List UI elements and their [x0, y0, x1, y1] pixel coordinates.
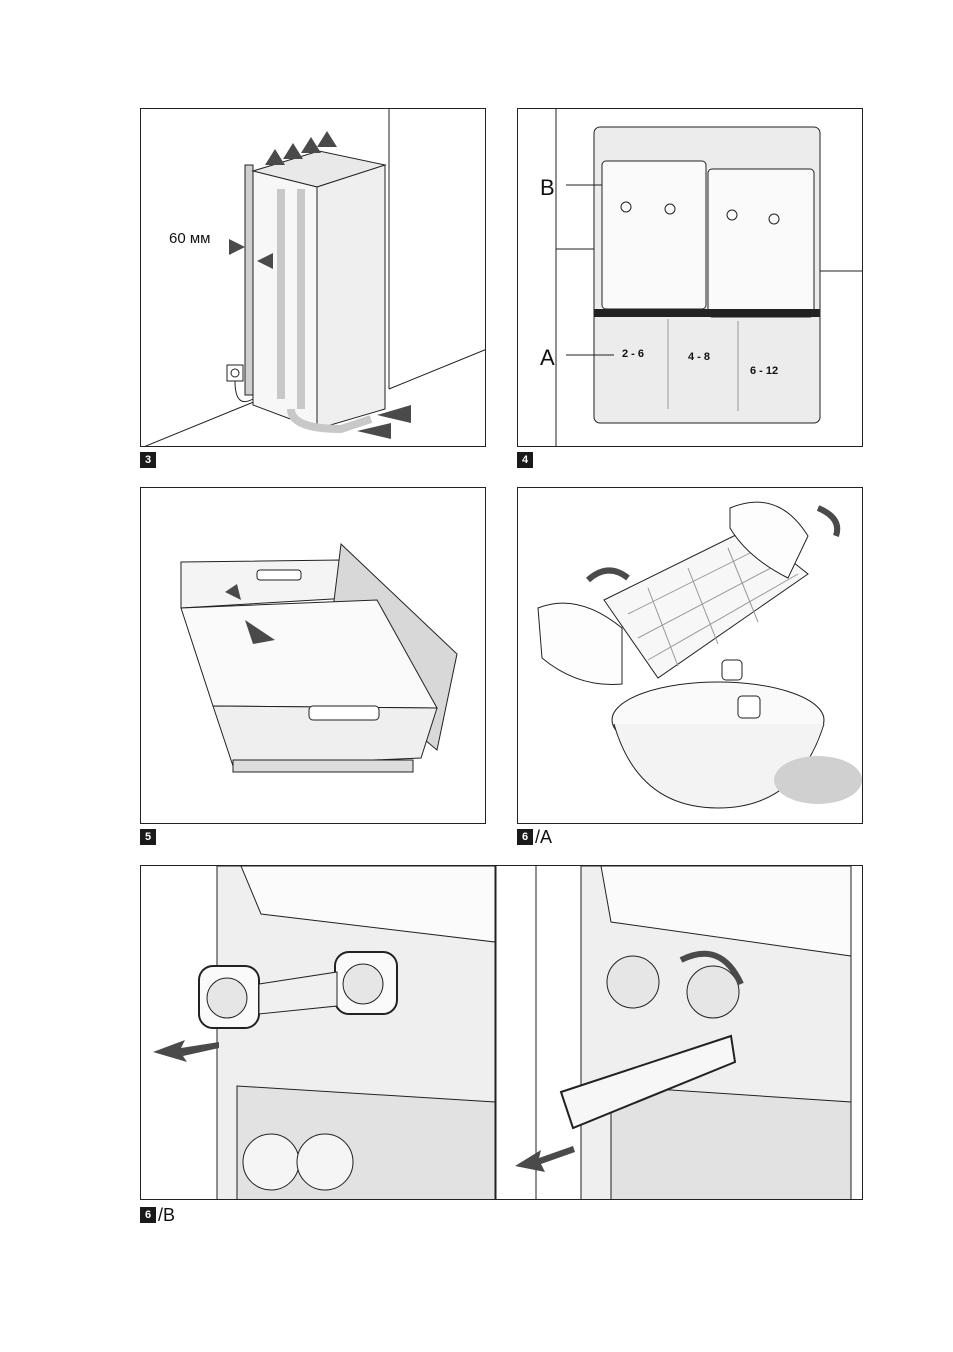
right-arrow-icon [229, 239, 245, 255]
fridge-ventilation-illustration [141, 109, 486, 447]
figure-number-badge: 6 [517, 829, 533, 845]
ice-maker-illustration [141, 866, 863, 1200]
figure-6b-panel [140, 865, 863, 1200]
temperature-zone-label: 4 - 8 [688, 351, 710, 363]
up-arrow-icon [301, 137, 321, 153]
left-arrow-icon [515, 1146, 575, 1172]
figure-suffix: /A [535, 829, 552, 845]
figure-number-badge: 4 [517, 452, 533, 468]
left-arrow-icon [153, 1040, 219, 1062]
figure-number-badge: 3 [140, 452, 156, 468]
temperature-zone-label: 6 - 12 [750, 365, 778, 377]
figure-suffix: /B [158, 1207, 175, 1223]
power-socket-icon [227, 365, 243, 381]
figure-6b-label: 6 /B [140, 1207, 175, 1223]
figure-6a-panel [517, 487, 863, 824]
rotate-arrow-icon [588, 570, 628, 580]
temperature-zone-label: 2 - 6 [622, 348, 644, 360]
drawer-labels-illustration [518, 109, 863, 447]
figure-3-panel: 60 мм [140, 108, 486, 447]
rotate-arrow-icon [818, 508, 837, 536]
up-arrow-icon [265, 149, 285, 165]
figure-5-panel [140, 487, 486, 824]
figure-5-label: 5 [140, 829, 158, 845]
callout-b: B [540, 175, 555, 201]
clearance-callout: 60 мм [169, 230, 210, 247]
figure-6a-label: 6 /A [517, 829, 552, 845]
callout-a: A [540, 345, 555, 371]
up-arrow-icon [317, 131, 337, 147]
figure-3-label: 3 [140, 452, 158, 468]
ice-tray-illustration [518, 488, 863, 824]
up-arrow-icon [283, 143, 303, 159]
figure-number-badge: 5 [140, 829, 156, 845]
freezer-basket-illustration [141, 488, 486, 824]
figure-4-label: 4 [517, 452, 535, 468]
figure-number-badge: 6 [140, 1207, 156, 1223]
figure-4-panel: B A 2 - 6 4 - 8 6 - 12 [517, 108, 863, 447]
